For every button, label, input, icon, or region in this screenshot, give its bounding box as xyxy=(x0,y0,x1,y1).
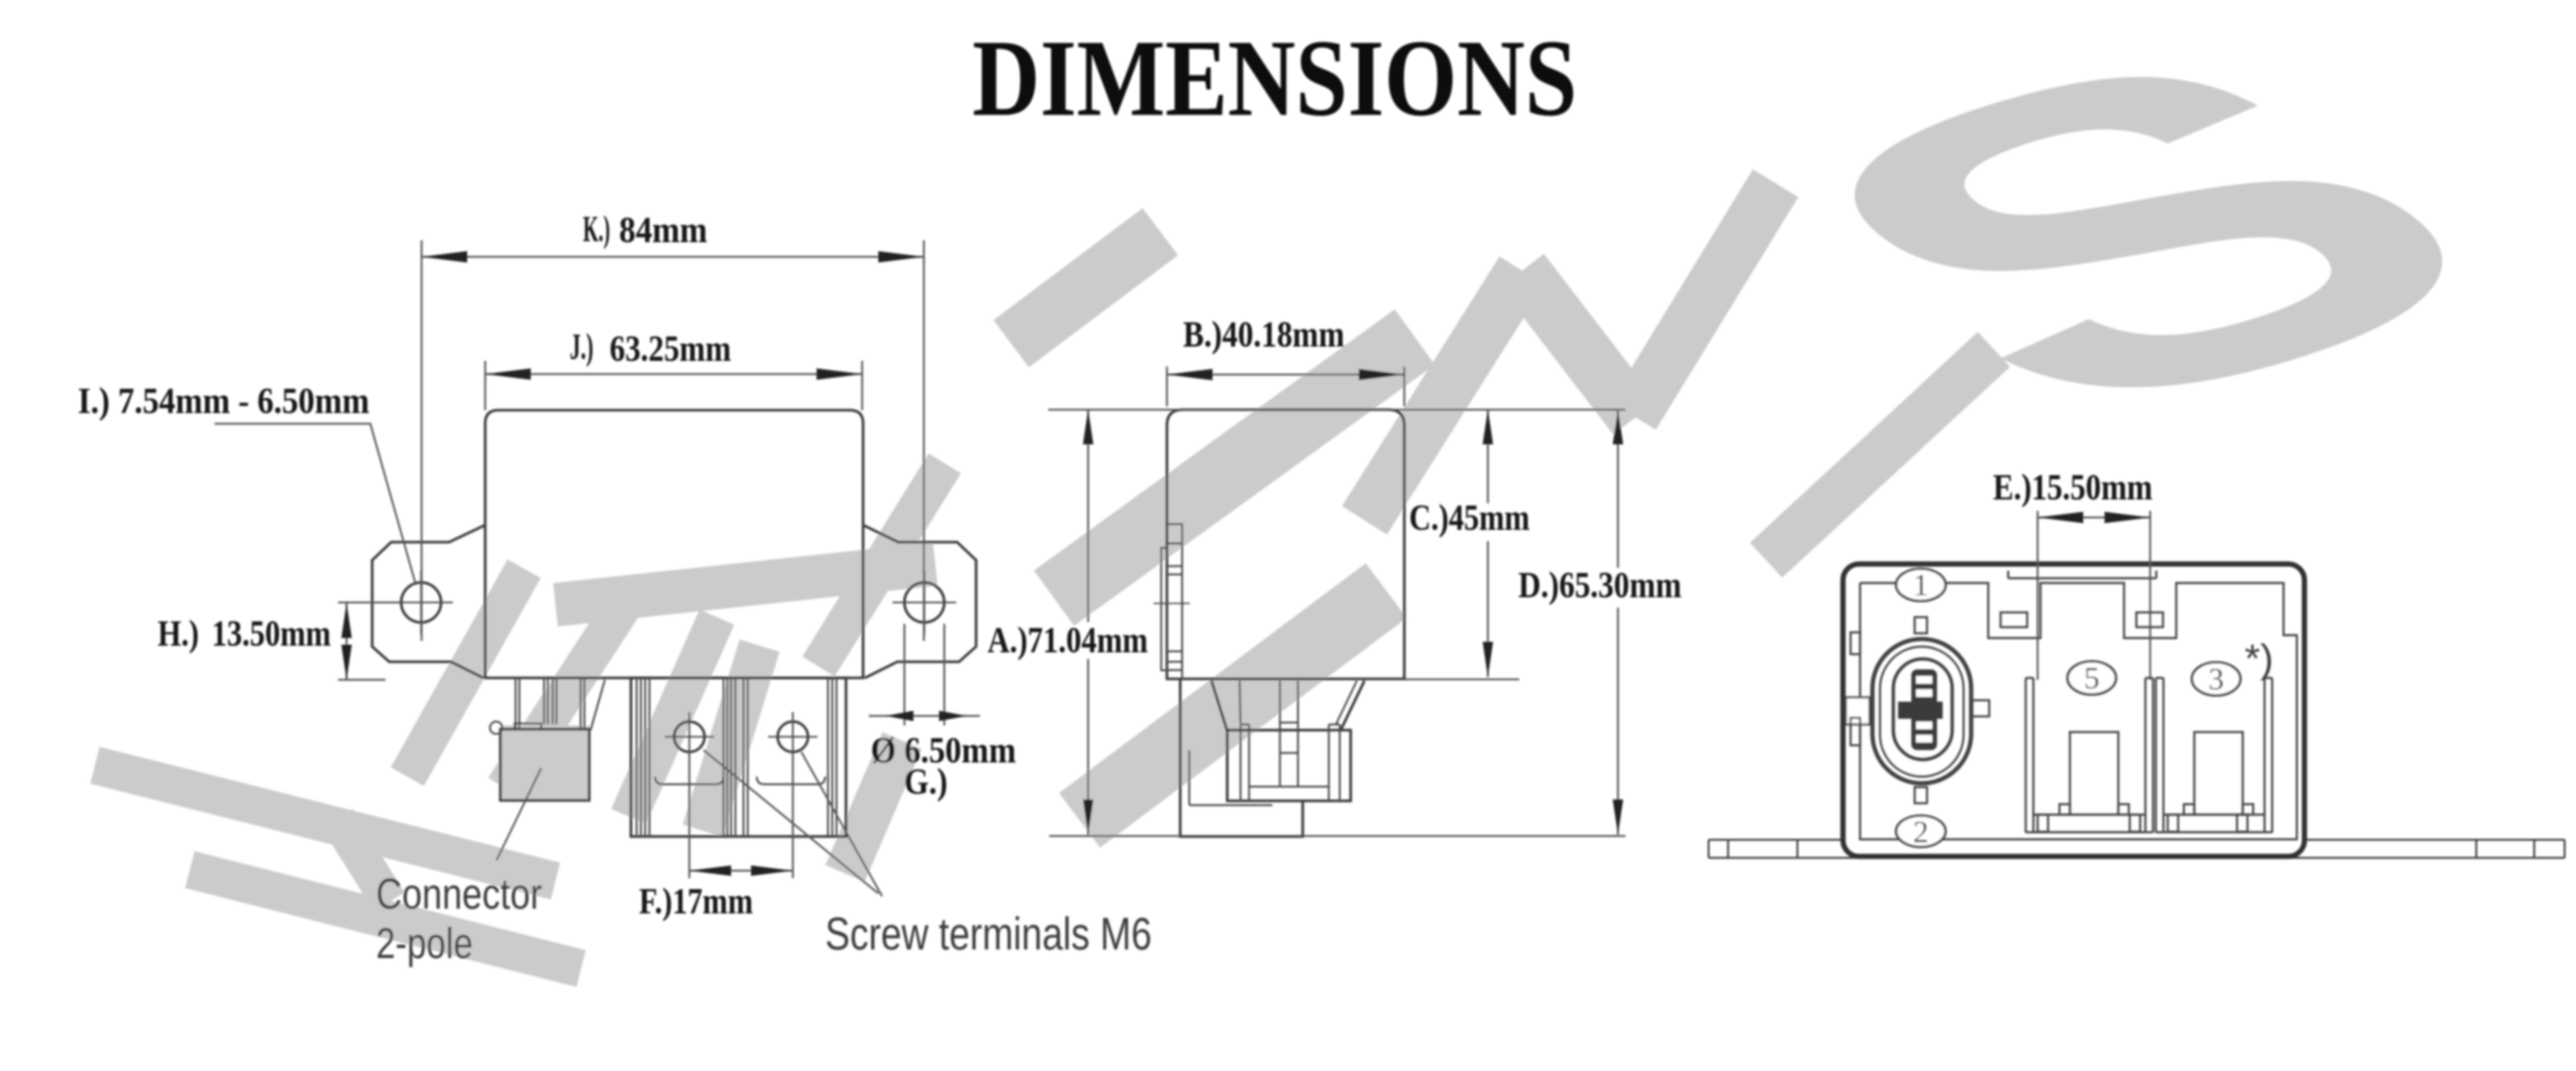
svg-text:C.)45mm: C.)45mm xyxy=(1409,498,1530,538)
svg-text:H.): H.) xyxy=(158,613,199,654)
svg-text:J.): J.) xyxy=(570,327,593,367)
svg-text:Screw terminals M6: Screw terminals M6 xyxy=(825,910,1152,960)
svg-text:DIMENSIONS: DIMENSIONS xyxy=(972,18,1577,140)
svg-text:84mm: 84mm xyxy=(619,210,707,251)
svg-text:G.): G.) xyxy=(904,761,948,802)
svg-text:Connector: Connector xyxy=(376,870,542,918)
svg-text:5: 5 xyxy=(2084,662,2100,696)
svg-text:I.) 7.54mm - 6.50mm: I.) 7.54mm - 6.50mm xyxy=(78,381,369,422)
svg-text:E.)15.50mm: E.)15.50mm xyxy=(1993,467,2153,508)
svg-text:63.25mm: 63.25mm xyxy=(610,329,731,369)
svg-text:2-pole: 2-pole xyxy=(376,919,473,968)
svg-text:S: S xyxy=(1661,0,2576,504)
svg-text:1: 1 xyxy=(1913,569,1929,603)
svg-text:13.50mm: 13.50mm xyxy=(212,613,331,654)
svg-text:F.)17mm: F.)17mm xyxy=(639,881,753,922)
svg-text:B.)40.18mm: B.)40.18mm xyxy=(1183,314,1344,355)
svg-text:D.)65.30mm: D.)65.30mm xyxy=(1518,565,1682,606)
svg-text:Ø 6.50mm: Ø 6.50mm xyxy=(871,730,1016,771)
svg-text:A.)71.04mm: A.)71.04mm xyxy=(987,620,1148,661)
svg-text:K.): K.) xyxy=(583,209,611,250)
svg-text:3: 3 xyxy=(2209,663,2225,697)
svg-text:*): *) xyxy=(2245,636,2273,681)
svg-text:2: 2 xyxy=(1913,816,1929,850)
